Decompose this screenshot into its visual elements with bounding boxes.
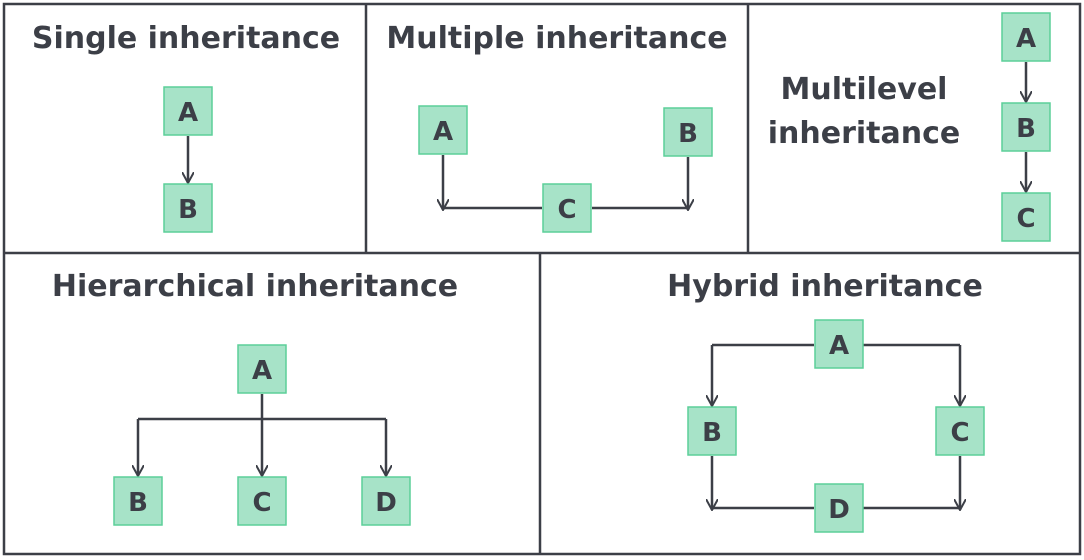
node-b: B [1001, 102, 1051, 152]
node-c: C [542, 183, 592, 233]
node-label: B [1016, 114, 1036, 144]
node-c: C [935, 406, 985, 456]
node-label: B [178, 195, 198, 225]
panel-title-line1: Multilevel [781, 72, 948, 107]
node-label: B [678, 119, 698, 149]
node-b: B [113, 476, 163, 526]
node-label: A [1016, 24, 1036, 54]
node-b: B [687, 406, 737, 456]
panel-title: Multiple inheritance [386, 21, 727, 56]
node-b: B [663, 107, 713, 157]
node-label: C [557, 195, 576, 225]
node-label: C [252, 488, 271, 518]
node-a: A [418, 105, 468, 155]
node-label: A [829, 331, 849, 361]
panel-multiple-inheritance: Multiple inheritance A B C [386, 21, 728, 233]
node-d: D [361, 476, 411, 526]
panel-title: Hierarchical inheritance [52, 269, 458, 304]
node-a: A [237, 344, 287, 394]
panel-hybrid-inheritance: Hybrid inheritance A B C D [667, 269, 985, 533]
node-label: A [433, 117, 453, 147]
node-a: A [814, 319, 864, 369]
node-label: C [950, 418, 969, 448]
node-b: B [163, 183, 213, 233]
panel-multilevel-inheritance: Multilevel inheritance A B C [768, 12, 1051, 242]
panel-title: Hybrid inheritance [667, 269, 983, 304]
node-label: C [1016, 204, 1035, 234]
node-label: D [828, 495, 850, 525]
node-label: B [128, 488, 148, 518]
panel-title-line2: inheritance [768, 116, 961, 151]
node-label: A [252, 356, 272, 386]
node-label: D [375, 488, 397, 518]
node-label: A [178, 98, 198, 128]
node-a: A [163, 86, 213, 136]
node-a: A [1001, 12, 1051, 62]
node-d: D [814, 483, 864, 533]
panel-single-inheritance: Single inheritance A B [32, 21, 340, 233]
node-c: C [1001, 192, 1051, 242]
node-c: C [237, 476, 287, 526]
node-label: B [702, 418, 722, 448]
panel-hierarchical-inheritance: Hierarchical inheritance A B C D [52, 269, 458, 526]
panel-title: Single inheritance [32, 21, 340, 56]
